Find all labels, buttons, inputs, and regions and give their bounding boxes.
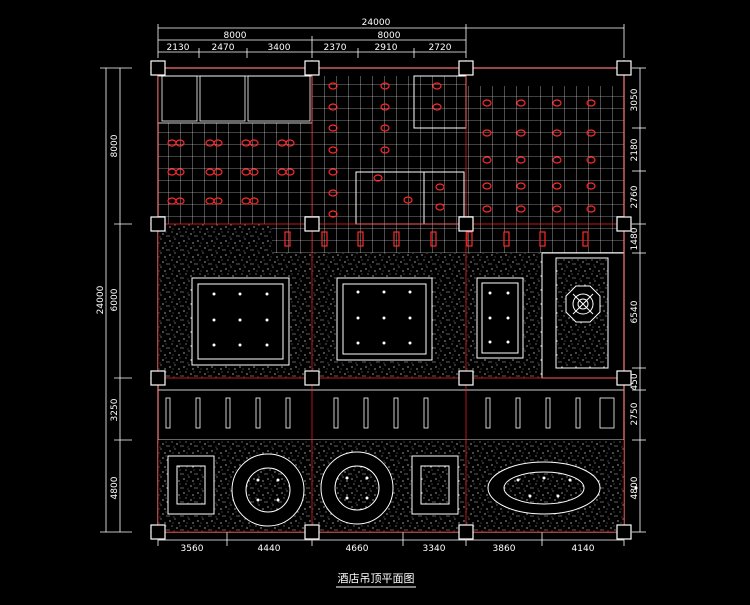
bottom-seg-5: 3860	[493, 544, 516, 554]
top-seg-1: 2130	[167, 43, 190, 53]
room-downlights	[256, 476, 638, 502]
right-seg-6: 450	[630, 373, 640, 390]
top-seg-2: 2470	[212, 43, 235, 53]
left-upper-dim: 8000	[110, 134, 120, 157]
top-seg-4: 2370	[324, 43, 347, 53]
right-seg-1: 3050	[630, 88, 640, 111]
right-seg-7: 2750	[630, 402, 640, 425]
light-fixtures-upper	[167, 82, 596, 247]
left-dimensions	[100, 67, 132, 533]
top-overall-dim: 24000	[362, 18, 391, 28]
bottom-seg-2: 4440	[258, 544, 281, 554]
top-half-right-dim: 8000	[378, 31, 401, 41]
octagon-feature	[555, 257, 609, 369]
bottom-dimensions	[157, 532, 625, 546]
top-seg-5: 2910	[375, 43, 398, 53]
grid-axis-lines	[150, 60, 632, 540]
middle-ceiling-zone	[158, 224, 625, 379]
linear-light-band	[157, 389, 625, 441]
right-seg-3: 2760	[630, 185, 640, 208]
top-dimensions	[157, 24, 625, 58]
bottom-seg-4: 3340	[423, 544, 446, 554]
right-dimensions	[632, 67, 646, 533]
bottom-private-rooms	[158, 440, 638, 532]
bottom-seg-1: 3560	[181, 544, 204, 554]
top-seg-3: 3400	[268, 43, 291, 53]
left-middle-dim: 6000	[110, 288, 120, 311]
left-overall-dim: 24000	[96, 285, 106, 314]
fixture-pairs-right	[482, 99, 596, 213]
right-seg-4: 1480	[630, 227, 640, 250]
fixture-pairs-middle	[328, 82, 445, 218]
bottom-seg-3: 4660	[346, 544, 369, 554]
left-lower-a-dim: 3250	[110, 398, 120, 421]
top-half-left-dim: 8000	[224, 31, 247, 41]
left-lower-b-dim: 4800	[110, 476, 120, 499]
structural-columns	[150, 60, 632, 540]
right-seg-2: 2180	[630, 138, 640, 161]
top-seg-6: 2720	[429, 43, 452, 53]
fixture-strip-row	[284, 231, 589, 247]
downlight-array	[212, 290, 510, 347]
right-seg-5: 6540	[630, 300, 640, 323]
fixture-pairs-left	[167, 139, 295, 205]
drawing-title: 酒店吊顶平面图	[338, 571, 415, 585]
bottom-seg-6: 4140	[572, 544, 595, 554]
